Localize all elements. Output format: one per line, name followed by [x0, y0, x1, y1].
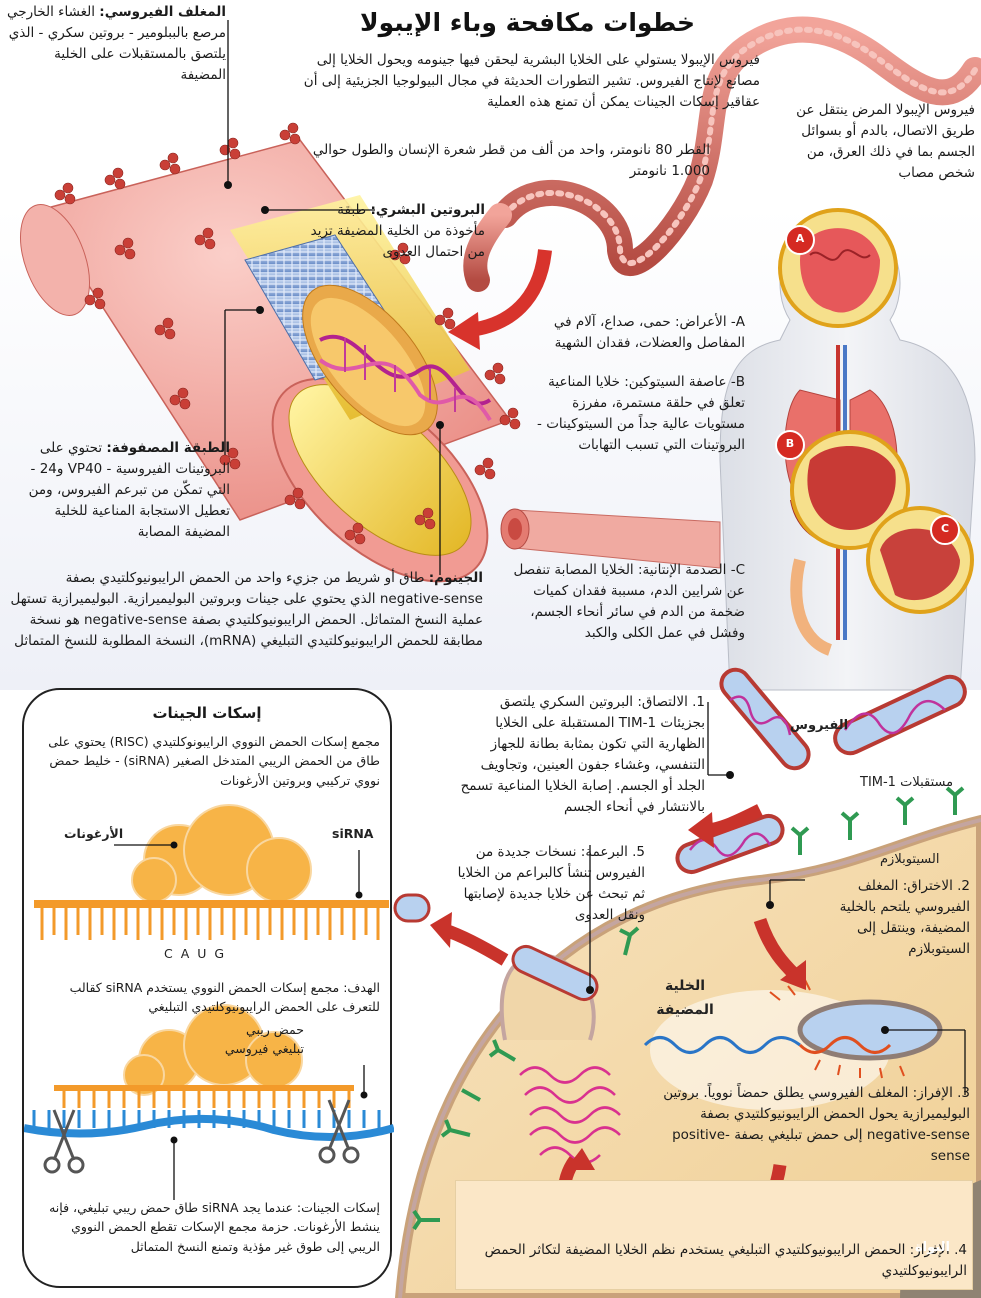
step4-box	[455, 1180, 973, 1290]
marker-c: C	[940, 522, 950, 535]
genome-callout: الجينوم: طاق أو شريط من جزيء واحد من الح…	[8, 568, 483, 652]
genome-title: الجينوم:	[428, 570, 483, 586]
page-title: خطوات مكافحة وباء الإيبولا	[360, 8, 695, 37]
nucleus-label: النواة	[915, 1240, 950, 1255]
zoom-arrow	[468, 249, 552, 337]
sirna-label: siRNA	[332, 826, 374, 841]
envelope-text: الغشاء الخارجي مرصع بالببلومير - بروتين …	[7, 4, 226, 83]
virion-cutaway	[20, 122, 521, 583]
silencing-description: إسكات الجينات: عندما يجد siRNA طاق حمض ر…	[49, 1200, 380, 1254]
step1-text: 1. الالتصاق: البروتين السكري يلتصق بجزيئ…	[460, 694, 705, 815]
viral-mrna-label: حمض ريبي تبليغي فيروسي	[224, 1022, 304, 1057]
gene-silencing-graphics	[24, 804, 394, 1200]
blood-vessel	[500, 508, 721, 569]
envelope-callout: المغلف الفيروسي: الغشاء الخارجي مرصع بال…	[6, 2, 226, 86]
step3-text: 3. الإفراز: المغلف الفيروسي يطلق حمضاً ن…	[663, 1085, 970, 1164]
bases-label: C A U G	[164, 946, 227, 961]
cytoplasm-label: السيتوبلازم	[880, 852, 940, 867]
tim1-receptors	[412, 786, 965, 1231]
marker-b: B	[785, 437, 795, 450]
sirna-strand	[34, 900, 389, 908]
matrix-callout: الطبقة المصفوفة: تحتوي على البروتينات ال…	[8, 438, 230, 543]
symptom-b: B- عاصفة السيتوكين: خلايا المناعية تعلق …	[537, 374, 745, 453]
genome-text: طاق أو شريط من جزيء واحد من الحمض الرايب…	[10, 570, 483, 649]
human-protein-title: البروتين البشري:	[370, 202, 485, 218]
symptom-a: A- الأعراض: حمى، صداع، آلام في المفاصل و…	[553, 314, 745, 351]
size-note: القطر 80 نانومتر، واحد من ألف من قطر شعر…	[312, 142, 710, 179]
receptors-label: مستقبلات TIM-1	[860, 775, 954, 790]
scissors-icon	[318, 1099, 360, 1164]
human-protein-text: طبقة مأخوذة من الخلية المضيفة تزيد من اح…	[310, 202, 485, 260]
intro-text: فيروس الإيبولا يستولي على الخلايا البشري…	[303, 52, 760, 110]
gene-silencing-title: إسكات الجينات	[152, 704, 262, 722]
matrix-title: الطبقة المصفوفة:	[106, 440, 230, 456]
envelope-title: المغلف الفيروسي:	[99, 4, 226, 20]
step4-text: 4. الإفراز: الحمض الرايبونيوكلتيدي التبل…	[484, 1242, 967, 1279]
host-cell-label: الخلية المضيفة	[656, 978, 714, 1018]
virus-particles	[393, 667, 967, 1061]
human-protein-callout: البروتين البشري: طبقة مأخوذة من الخلية ا…	[300, 200, 485, 263]
matrix-text: تحتوي على البروتينات الفيروسية - VP40 و2…	[28, 440, 230, 540]
argonaute-blob	[131, 804, 312, 903]
step2-text: 2. الاختراق: المغلف الفيروسي يلتحم بالخل…	[839, 878, 970, 957]
target-description: الهدف: مجمع إسكات الحمض النووي يستخدم si…	[69, 980, 380, 1015]
gene-silencing-box: إسكات الجينات مجمع إسكات الحمض النووي ال…	[22, 688, 394, 1288]
risc-description: مجمع إسكات الحمض النووي الرايبونوكلتيدي …	[48, 734, 380, 788]
transmission-text: فيروس الإيبولا المرض ينتقل عن طريق الاتص…	[796, 102, 975, 181]
scissors-icon	[43, 1109, 85, 1174]
step5-text: 5. البرعمة: نسخات جديدة من الفيروس تنشأ …	[457, 844, 645, 923]
argonaute-label: الأرغونات	[64, 826, 124, 841]
virus-label: الفيروس	[790, 718, 849, 733]
marker-a: A	[795, 232, 805, 245]
symptom-c: C- الصدمة الإنتانية: الخلايا المصابة تنف…	[513, 562, 745, 641]
